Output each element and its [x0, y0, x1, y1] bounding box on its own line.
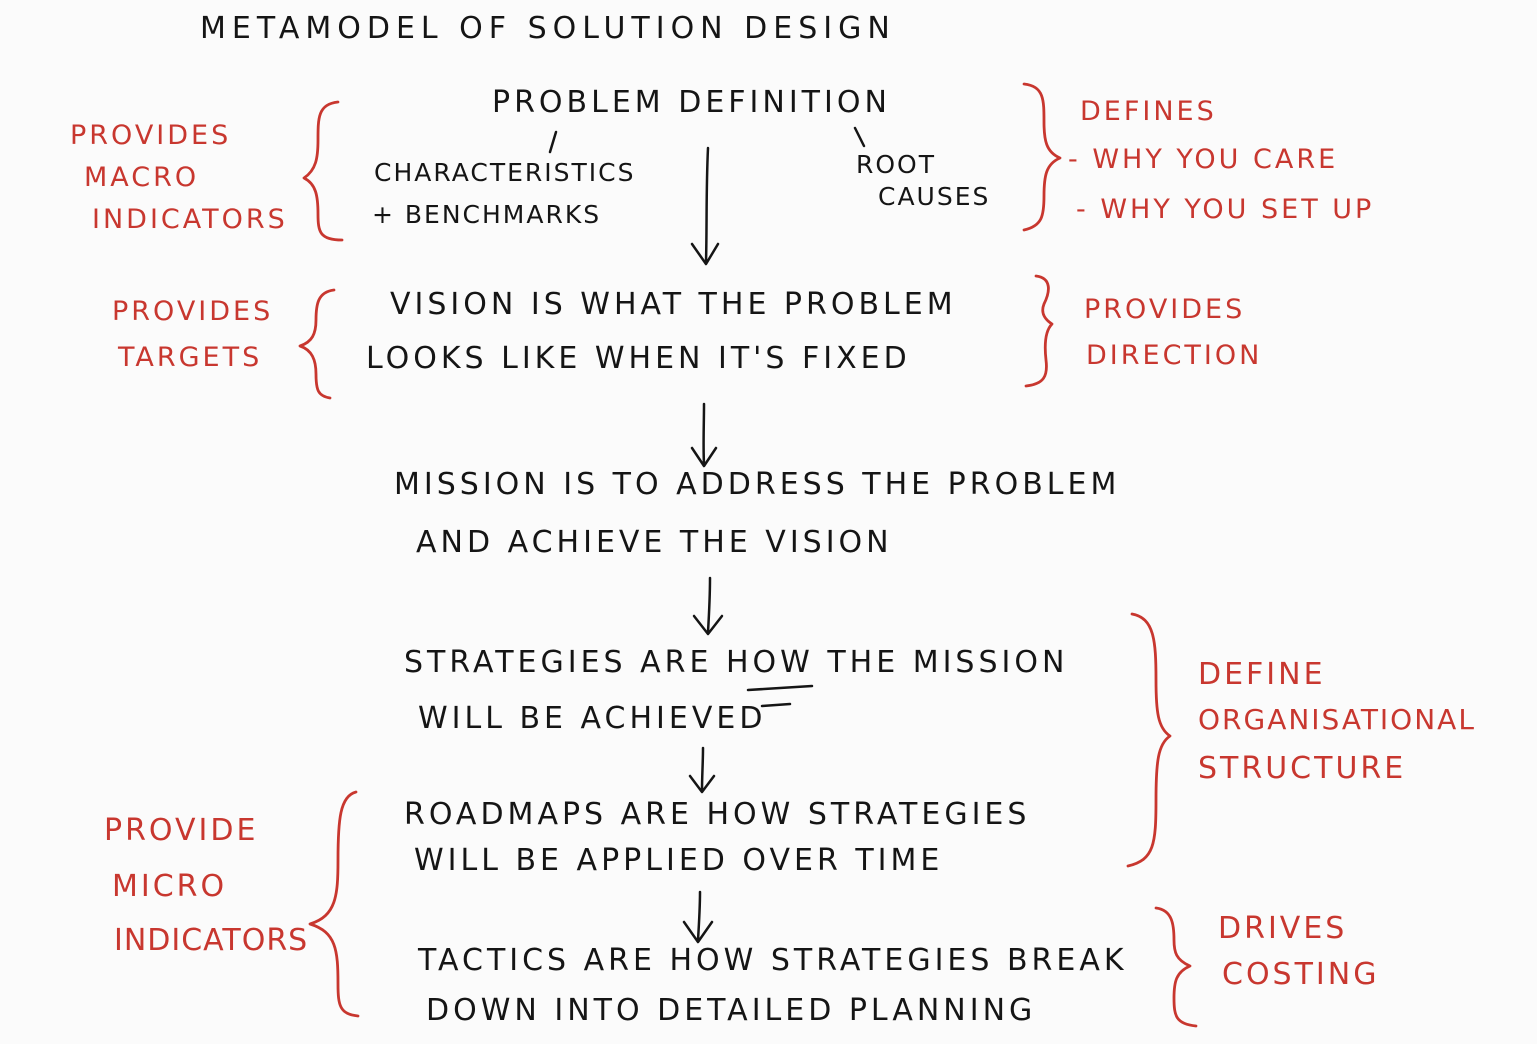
connector-root-causes [853, 126, 866, 148]
ink-mark-achieved [760, 702, 792, 708]
defines-line-2: - WHY YOU CARE [1068, 144, 1339, 175]
mission-line-1: MISSION IS TO ADDRESS THE PROBLEM [394, 467, 1121, 502]
targets-line-1: PROVIDES [112, 296, 274, 327]
roadmaps-line-1: ROADMAPS ARE HOW STRATEGIES [404, 797, 1031, 832]
brace-defines [1022, 82, 1062, 232]
macro-indicators-line-2: MACRO [84, 162, 200, 193]
micro-indicators-line-2: MICRO [112, 869, 228, 904]
defines-line-3: - WHY YOU SET UP [1076, 194, 1375, 225]
diagram-title: METAMODEL OF SOLUTION DESIGN [200, 11, 896, 46]
macro-indicators-line-1: PROVIDES [70, 120, 232, 151]
strategies-line-1: STRATEGIES ARE HOW THE MISSION [404, 645, 1069, 680]
org-structure-line-2: ORGANISATIONAL [1198, 703, 1476, 736]
root-label: ROOT [856, 150, 936, 179]
tactics-line-1: TACTICS ARE HOW STRATEGIES BREAK [418, 943, 1128, 978]
vision-line-2: LOOKS LIKE WHEN IT'S FIXED [366, 341, 911, 376]
arrow-problem-to-vision [690, 146, 720, 266]
brace-org-structure [1126, 612, 1172, 868]
costing-line-1: DRIVES [1218, 911, 1348, 946]
micro-indicators-line-1: PROVIDE [104, 813, 259, 848]
org-structure-line-1: DEFINE [1198, 657, 1326, 692]
direction-line-1: PROVIDES [1084, 294, 1246, 325]
arrow-strategies-to-roadmaps [688, 746, 716, 794]
macro-indicators-line-3: INDICATORS [92, 204, 288, 235]
arrow-mission-to-strategies [692, 576, 724, 636]
brace-targets [298, 288, 336, 400]
costing-line-2: COSTING [1222, 957, 1380, 992]
mission-line-2: AND ACHIEVE THE VISION [416, 525, 893, 560]
brace-macro-indicators [302, 100, 344, 242]
tactics-line-2: DOWN INTO DETAILED PLANNING [426, 993, 1037, 1028]
direction-line-2: DIRECTION [1086, 340, 1263, 371]
org-structure-line-3: STRUCTURE [1198, 751, 1407, 786]
benchmarks-label: + BENCHMARKS [372, 200, 602, 229]
micro-indicators-line-3: INDICATORS [114, 923, 309, 958]
vision-line-1: VISION IS WHAT THE PROBLEM [390, 287, 957, 322]
brace-micro-indicators [308, 790, 360, 1018]
defines-line-1: DEFINES [1080, 96, 1217, 127]
underline-how [746, 684, 814, 692]
connector-characteristics [548, 130, 558, 154]
brace-direction [1024, 274, 1054, 388]
problem-definition-heading: PROBLEM DEFINITION [492, 85, 891, 120]
characteristics-label: CHARACTERISTICS [374, 158, 636, 187]
arrow-vision-to-mission [690, 402, 718, 468]
targets-line-2: TARGETS [118, 342, 263, 373]
strategies-line-2: WILL BE ACHIEVED [418, 701, 767, 736]
brace-costing [1154, 906, 1198, 1028]
roadmaps-line-2: WILL BE APPLIED OVER TIME [414, 843, 944, 878]
arrow-roadmaps-to-tactics [682, 890, 714, 944]
causes-label: CAUSES [878, 182, 991, 211]
